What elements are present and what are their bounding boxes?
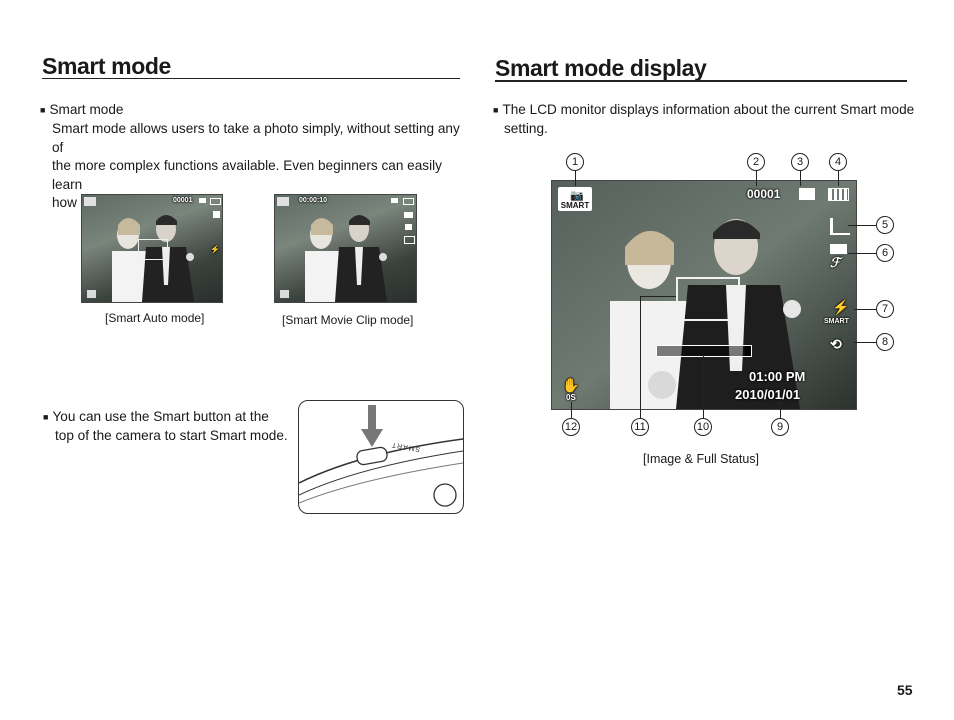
right-title: Smart mode display <box>495 55 707 81</box>
image-size-icon <box>830 218 850 235</box>
battery-icon <box>828 188 849 201</box>
right-title-rule <box>495 80 907 82</box>
osd-date: 2010/01/01 <box>735 387 801 402</box>
callout-5: 5 <box>876 216 894 234</box>
leader-2 <box>756 170 757 186</box>
leader-8 <box>854 342 876 343</box>
left-title-rule <box>42 78 460 79</box>
quality-icon <box>830 244 847 254</box>
osd-time: 01:00 PM <box>749 369 806 384</box>
smart-mode-icon: 📷 SMART <box>558 187 592 211</box>
resolution-icon <box>404 212 413 218</box>
stabilizer-icon <box>87 290 96 298</box>
smart-movie-caption: [Smart Movie Clip mode] <box>282 313 414 327</box>
lcd-caption: [Image & Full Status] <box>643 452 760 466</box>
page-number: 55 <box>897 682 913 698</box>
callout-1: 1 <box>566 153 584 171</box>
callout-9: 9 <box>771 418 789 436</box>
callout-10: 10 <box>694 418 712 436</box>
smart-auto-caption: [Smart Auto mode] <box>105 311 205 325</box>
camera-top-illustration: SMART <box>298 400 464 514</box>
image-counter: 00001 <box>747 187 781 201</box>
callout-4: 4 <box>829 153 847 171</box>
memory-icon <box>199 198 206 203</box>
smart-auto-photo: 00001 ⚡ <box>81 194 223 303</box>
bullet-square-icon: ■ <box>43 412 49 422</box>
lcd-focus-frame <box>676 277 740 321</box>
left-bullet-heading: ■Smart mode <box>40 102 124 117</box>
leader-1 <box>575 170 576 186</box>
flash-icon: ⚡ <box>210 245 220 254</box>
auto-counter: 00001 <box>173 197 193 204</box>
movie-timer: 00:00:10 <box>299 197 328 204</box>
size-icon <box>213 211 220 218</box>
camera-glyph-icon: 📷 <box>570 190 584 202</box>
leader-11-horizontal <box>640 296 676 297</box>
fine-icon: ℱ <box>830 255 841 270</box>
leader-9 <box>780 400 781 418</box>
callout-6: 6 <box>876 244 894 262</box>
memory-icon <box>391 198 398 203</box>
mode-icon <box>84 197 96 206</box>
bullet-square-icon: ■ <box>493 105 499 115</box>
callout-11: 11 <box>631 418 649 436</box>
self-timer-icon: ⟲ <box>830 336 842 352</box>
smart-movie-photo: 00:00:10 <box>274 194 417 303</box>
smart-button-note: ■You can use the Smart button at the top… <box>43 409 288 443</box>
memory-card-icon <box>799 188 815 200</box>
lcd-progress-end <box>745 346 751 356</box>
battery-icon <box>210 198 221 205</box>
focus-frame <box>138 239 168 260</box>
stabilizer-icon: ✋ <box>562 377 580 393</box>
leader-7 <box>854 309 876 310</box>
flash-icon: ⚡ <box>832 299 850 315</box>
leader-6 <box>848 253 876 254</box>
flash-smart-label: SMART <box>824 318 849 325</box>
sound-icon <box>405 224 412 230</box>
leader-10 <box>703 355 704 418</box>
stabilizer-icon <box>280 290 289 298</box>
iso-label: 0S <box>566 393 576 402</box>
callout-3: 3 <box>791 153 809 171</box>
frame-rate-icon <box>404 236 415 244</box>
callout-12: 12 <box>562 418 580 436</box>
left-title: Smart mode <box>42 53 171 79</box>
bullet-square-icon: ■ <box>40 105 46 115</box>
lcd-progress-bar <box>656 345 752 357</box>
leader-12 <box>571 402 572 418</box>
movie-mode-icon <box>277 197 289 206</box>
callout-7: 7 <box>876 300 894 318</box>
lcd-display-photo: 📷 SMART 00001 ℱ ⚡ SMART ⟲ 01:00 PM 2010/… <box>551 180 857 410</box>
couple-photo-illustration <box>305 215 387 302</box>
leader-3 <box>800 170 801 186</box>
leader-4 <box>838 170 839 186</box>
right-bullet-text: ■The LCD monitor displays information ab… <box>493 102 915 136</box>
callout-8: 8 <box>876 333 894 351</box>
camera-body-drawing <box>299 405 463 507</box>
leader-5 <box>848 225 876 226</box>
battery-icon <box>403 198 414 205</box>
callout-2: 2 <box>747 153 765 171</box>
leader-11-vertical <box>640 296 641 418</box>
smart-mode-label: SMART <box>560 201 590 210</box>
